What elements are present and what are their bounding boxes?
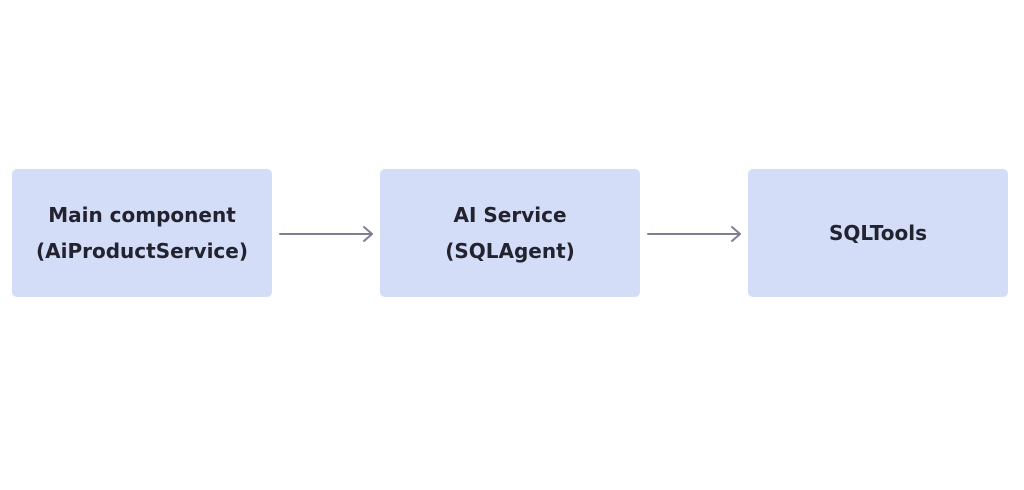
arrow-ai-service-to-sqltools	[647, 226, 741, 242]
node-main-component: Main component (AiProductService)	[12, 169, 272, 297]
node-main-component-subtitle: (AiProductService)	[36, 239, 248, 263]
node-ai-service-subtitle: (SQLAgent)	[445, 239, 575, 263]
node-ai-service: AI Service (SQLAgent)	[380, 169, 640, 297]
arrow-main-to-ai-service	[279, 226, 373, 242]
node-ai-service-title: AI Service	[453, 203, 567, 227]
node-sqltools-title: SQLTools	[828, 221, 928, 245]
node-sqltools: SQLTools	[748, 169, 1008, 297]
node-main-component-title: Main component	[48, 203, 236, 227]
